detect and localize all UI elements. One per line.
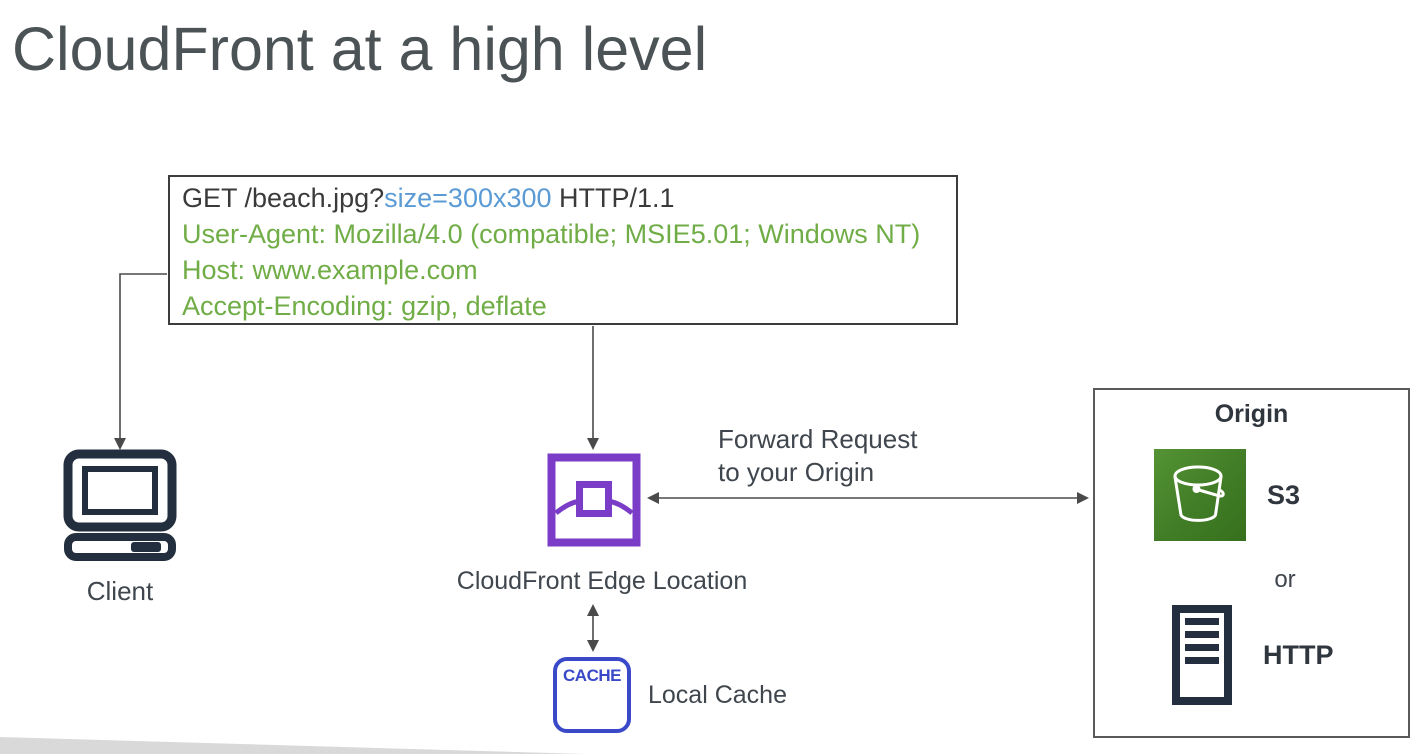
request-accept-encoding-header: Accept-Encoding: gzip, deflate: [182, 291, 547, 321]
cloudfront-edge-icon: [547, 453, 641, 547]
cache-icon: CACHE: [553, 657, 631, 733]
decorative-wedge: [0, 737, 585, 754]
origin-title: Origin: [1214, 400, 1289, 428]
origin-or-label: or: [1274, 566, 1296, 593]
forward-request-line1: Forward Request: [718, 424, 918, 454]
slide-title: CloudFront at a high level: [12, 15, 708, 83]
arrowhead-left-to-cloudfront: [647, 492, 659, 504]
cloudfront-edge-label: CloudFront Edge Location: [456, 567, 748, 595]
forward-request-line2: to your Origin: [718, 457, 875, 487]
desktop-computer-icon: [63, 449, 177, 561]
request-method-path: GET /beach.jpg?: [182, 183, 385, 213]
cache-badge-text: CACHE: [563, 666, 621, 685]
request-query-string: size=300x300: [384, 183, 552, 213]
client-label: Client: [86, 576, 154, 606]
request-http-version: HTTP/1.1: [551, 183, 675, 213]
arrowhead-up-to-cloudfront: [587, 604, 599, 616]
forward-request-annotation: Forward Request to your Origin: [718, 423, 917, 489]
http-label: HTTP: [1263, 640, 1334, 670]
request-user-agent-header: User-Agent: Mozilla/4.0 (compatible; MSI…: [182, 219, 921, 249]
arrowhead-right-to-origin: [1077, 492, 1089, 504]
http-request-box: GET /beach.jpg?size=300x300 HTTP/1.1 Use…: [168, 175, 958, 325]
local-cache-label: Local Cache: [648, 681, 787, 709]
s3-label: S3: [1267, 480, 1301, 510]
request-host-header: Host: www.example.com: [182, 255, 478, 285]
request-to-client-connector: [119, 273, 167, 442]
origin-group-box: Origin S3 or HTTP: [1093, 388, 1410, 738]
request-line-get: GET /beach.jpg?size=300x300 HTTP/1.1: [182, 180, 944, 216]
arrowhead-to-cloudfront: [587, 438, 599, 450]
s3-bucket-icon: [1154, 449, 1246, 541]
arrowhead-down-to-cache: [587, 640, 599, 652]
http-server-icon: [1172, 605, 1232, 705]
